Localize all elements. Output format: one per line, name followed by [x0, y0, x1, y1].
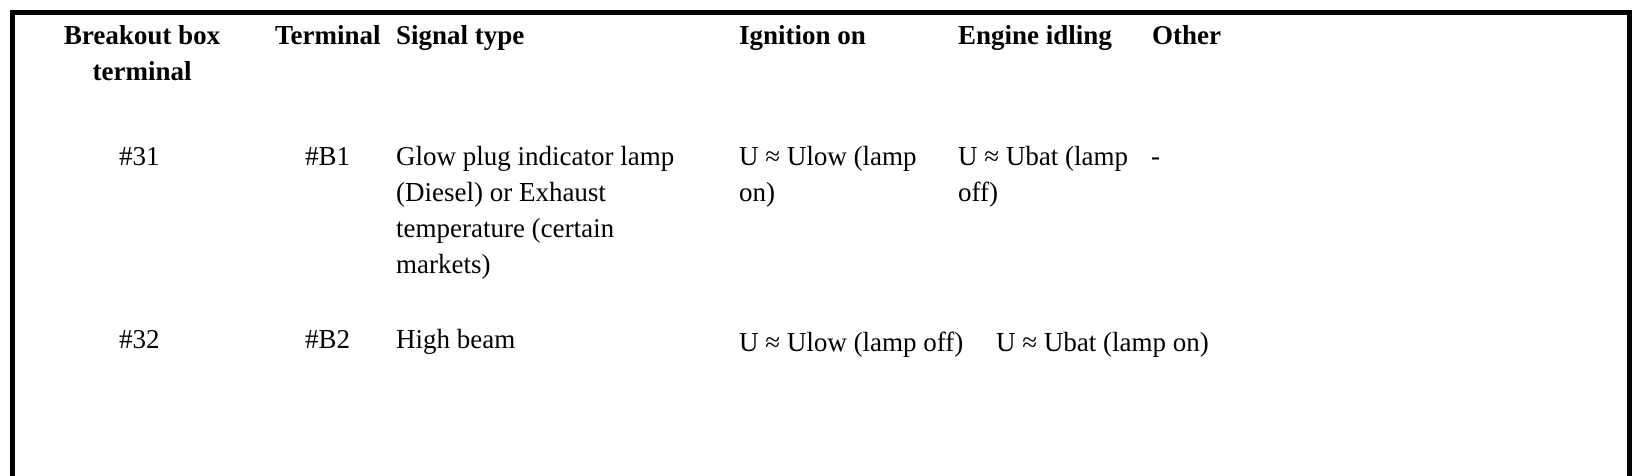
row-31-breakout-box-terminal: #31: [119, 141, 160, 171]
table-frame: [10, 10, 1632, 476]
row-32-ignition-on: U ≈ Ulow (lamp off): [739, 327, 964, 357]
header-other: Other: [1152, 20, 1221, 50]
header-ignition-on: Ignition on: [739, 20, 866, 50]
header-signal-type: Signal type: [396, 20, 525, 50]
row-31-terminal: #B1: [305, 141, 351, 171]
row-31-other: -: [1151, 141, 1160, 171]
row-31-engine-idling: U ≈ Ubat (lamp off): [958, 141, 1129, 207]
row-32-breakout-box-terminal: #32: [119, 324, 160, 354]
row-32-terminal: #B2: [305, 324, 351, 354]
header-breakout-box-terminal: Breakout box terminal: [63, 20, 221, 86]
header-terminal: Terminal: [275, 20, 381, 50]
header-engine-idling: Engine idling: [958, 20, 1112, 50]
row-31-ignition-on: U ≈ Ulow (lamp on): [739, 141, 917, 207]
row-32-engine-idling: U ≈ Ubat (lamp on): [996, 327, 1209, 357]
row-31-signal-type: Glow plug indicator lamp (Diesel) or Exh…: [396, 141, 675, 279]
row-32-signal-type: High beam: [396, 324, 516, 354]
